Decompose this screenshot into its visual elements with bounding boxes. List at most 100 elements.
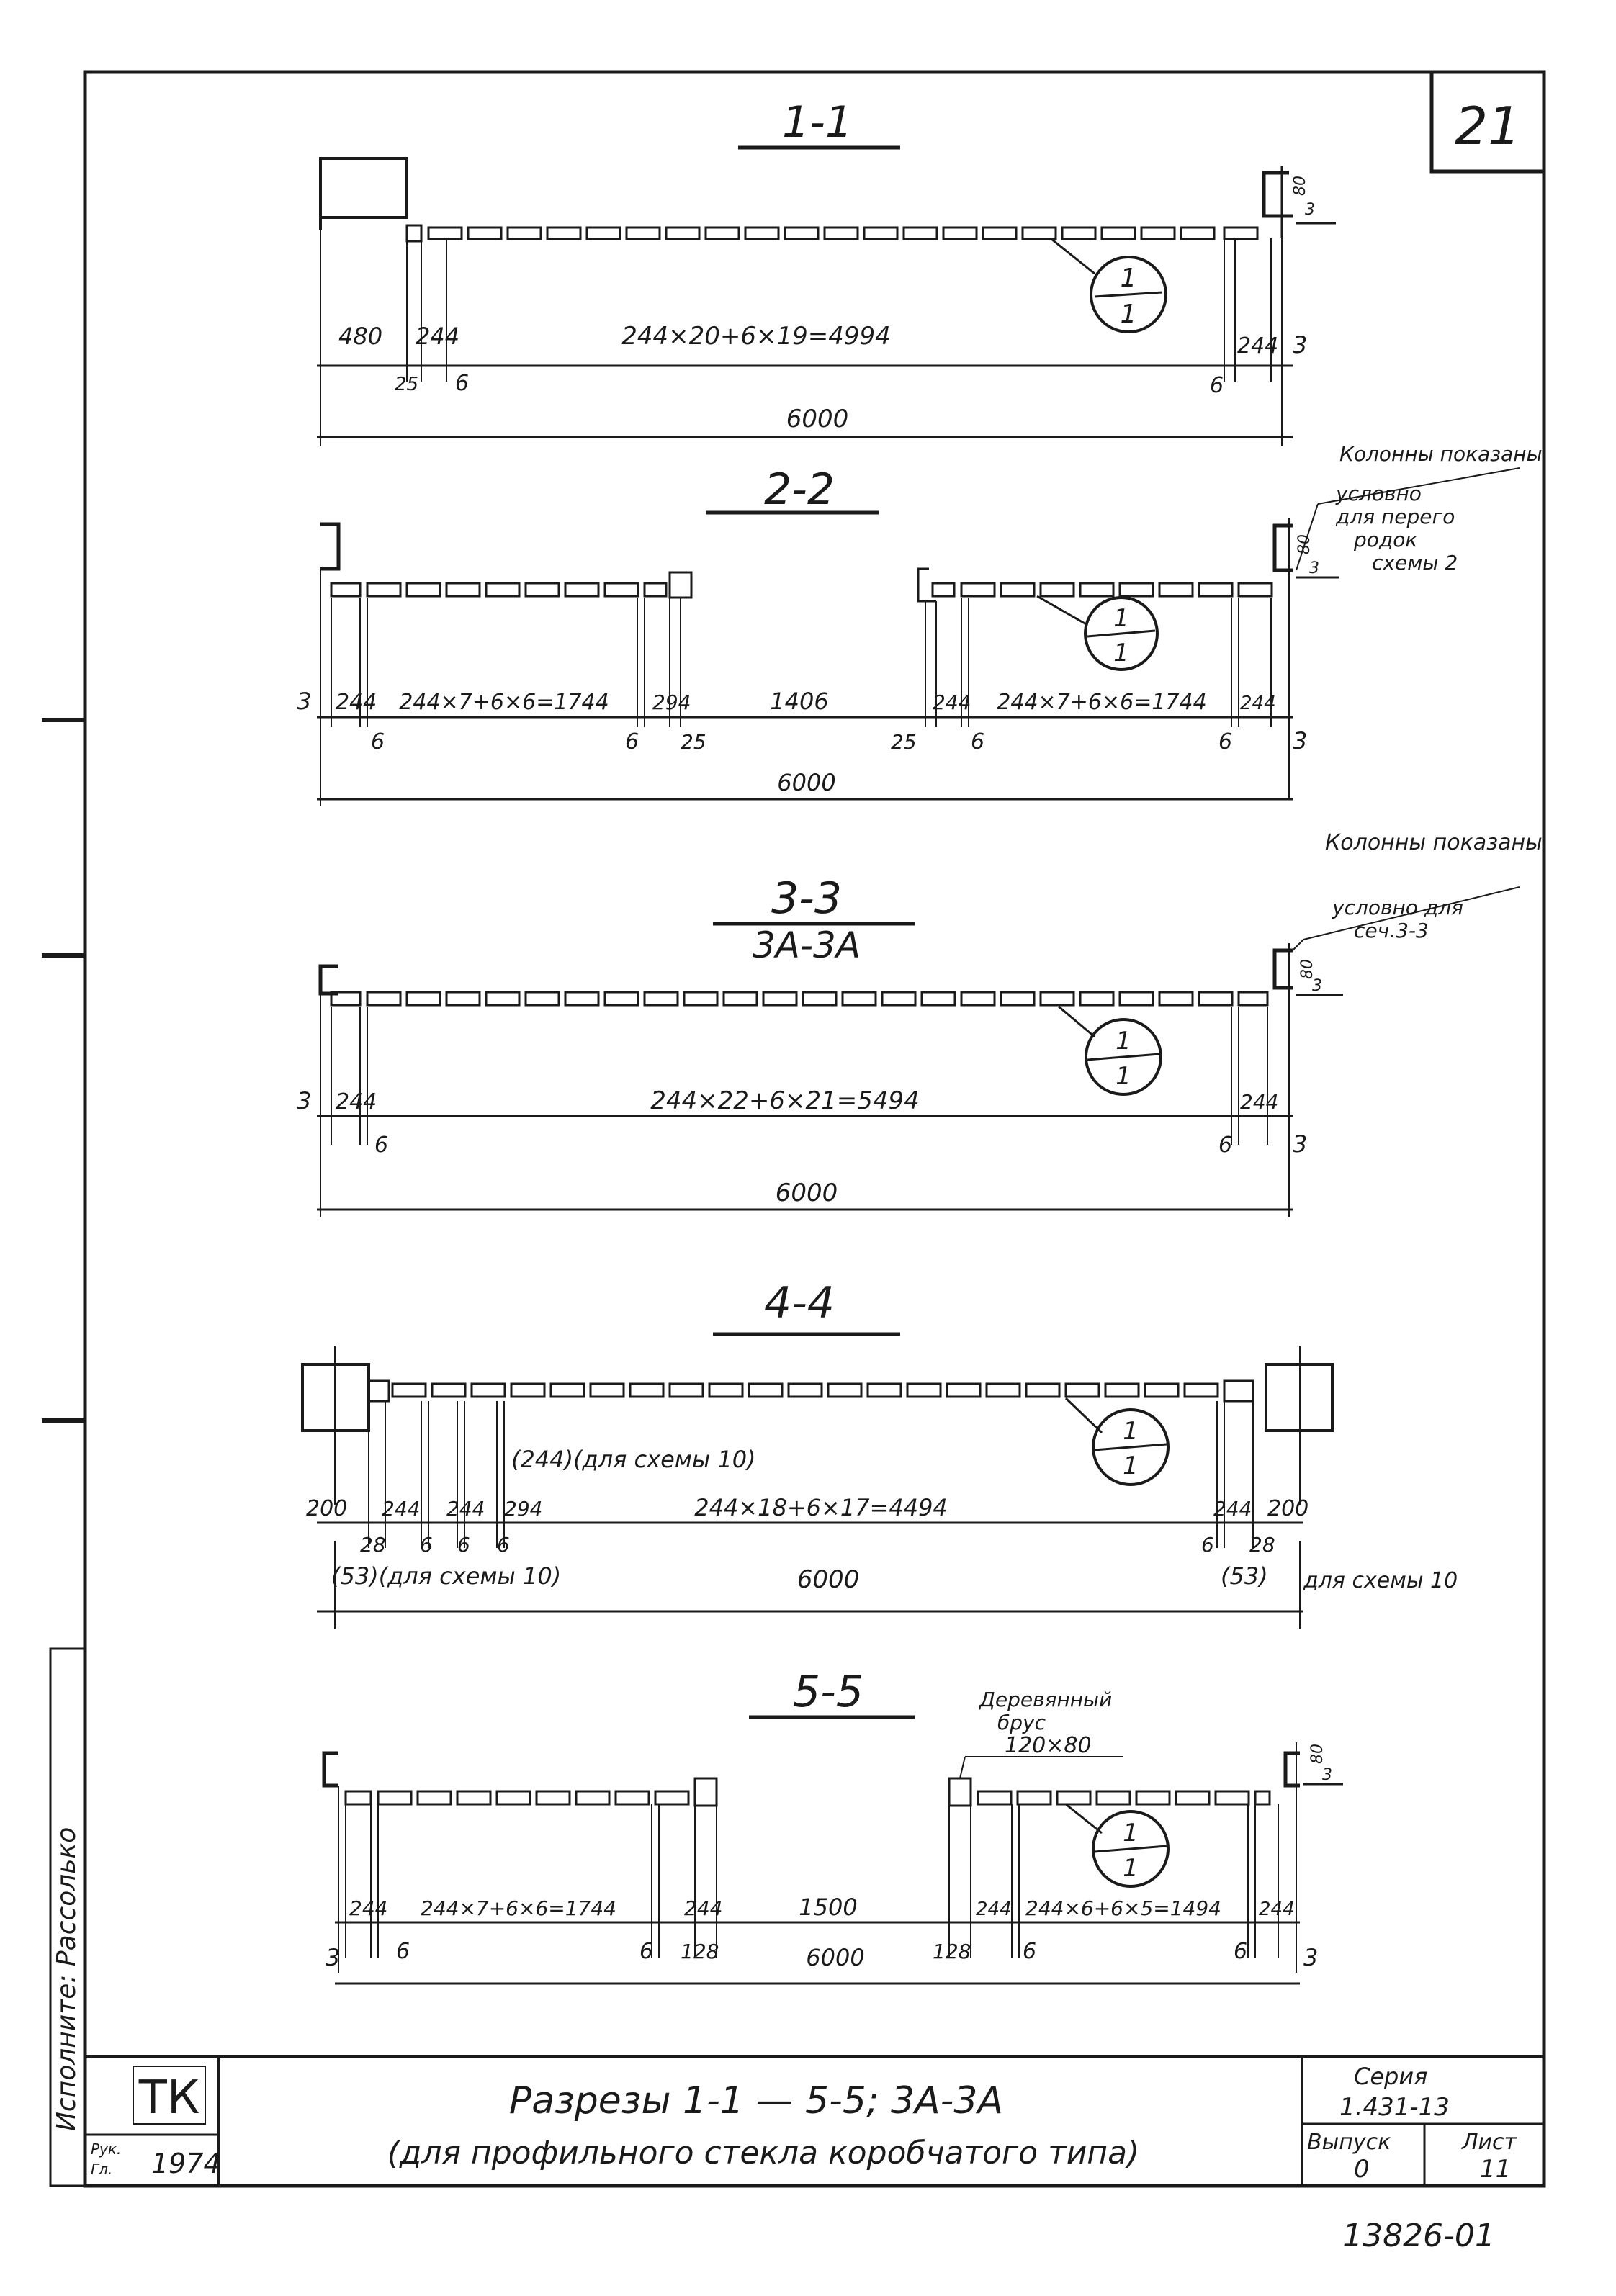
svg-text:3: 3 [1303,1944,1318,1971]
svg-text:условно: условно [1335,482,1422,505]
svg-text:6: 6 [457,1533,470,1557]
sheet-number: 21 [1455,96,1521,156]
svg-text:(53)(для схемы 10): (53)(для схемы 10) [331,1562,561,1590]
svg-text:6: 6 [1023,1939,1036,1964]
drawing-subtitle: (для профильного стекла коробчатого типа… [387,2135,1139,2171]
svg-text:6: 6 [625,729,639,755]
issue-label: Выпуск [1307,2130,1391,2155]
svg-text:28: 28 [1249,1533,1275,1557]
series-value: 1.431-13 [1339,2093,1450,2122]
svg-text:условно для: условно для [1332,896,1463,919]
svg-text:1406: 1406 [770,688,828,715]
svg-text:244: 244 [382,1497,420,1521]
side-stamp-text: Исполните: Рассолько [52,1827,81,2131]
svg-text:128: 128 [681,1940,719,1963]
svg-text:200: 200 [306,1496,347,1521]
svg-text:244: 244 [1240,1090,1278,1114]
svg-text:244: 244 [446,1497,485,1521]
svg-text:128: 128 [933,1940,971,1963]
svg-text:6: 6 [1210,373,1224,398]
svg-text:3: 3 [1312,977,1322,995]
drawing-number: 13826-01 [1342,2218,1495,2254]
logo: ТК [133,2066,206,2125]
svg-text:6: 6 [420,1533,433,1557]
svg-text:244: 244 [1237,333,1278,359]
column-left [322,1751,338,1788]
svg-text:Колонны показаны: Колонны показаны [1325,830,1543,855]
svg-text:244: 244 [1259,1899,1295,1920]
section-4-4: 4-4 1 1 (244)(для схемы 10) [301,1278,1458,1629]
svg-text:3: 3 [1293,331,1307,359]
overall-dim: 6000 [776,1179,838,1207]
svg-text:120×80: 120×80 [1005,1733,1092,1758]
svg-text:244: 244 [684,1896,722,1920]
svg-text:244: 244 [1240,693,1276,714]
section-title: 2-2 [764,464,835,515]
section-1-1: 1-1 80 3 [317,97,1336,446]
pitch-formula: 244×7+6×6=1744 [997,690,1206,715]
overall-dim: 6000 [806,1944,864,1971]
column-right [1272,943,1343,1217]
column-right [1272,518,1339,799]
section-title: 1-1 [782,97,853,148]
svg-text:схемы 2: схемы 2 [1372,551,1458,575]
year: 1974 [151,2148,221,2179]
svg-text:6: 6 [971,729,984,755]
column-right [1262,166,1336,238]
svg-text:6: 6 [1218,729,1232,755]
svg-text:6: 6 [1234,1939,1247,1964]
glass-mark: 1 1 [1064,1397,1170,1486]
drawing-title: Разрезы 1-1 — 5-5; 3А-3А [509,2079,1003,2122]
svg-text:6: 6 [374,1133,388,1158]
series-label: Серия [1354,2063,1427,2090]
pitch-formula: 244×6+6×5=1494 [1025,1896,1221,1920]
column-note: Колонны показаны условно для сеч.3-3 [1292,830,1543,951]
column-dim: 80 [1291,176,1309,196]
section-2-2: 2-2 80 3 [297,442,1543,806]
issue-value: 0 [1354,2155,1370,2184]
svg-text:1: 1 [1116,1027,1131,1055]
svg-text:6: 6 [1201,1533,1214,1557]
pitch-formula: 244×20+6×19=4994 [621,322,891,351]
column-right [1283,1742,1343,1973]
svg-text:244: 244 [336,690,377,715]
svg-text:25: 25 [681,730,706,754]
svg-text:244: 244 [416,323,459,350]
svg-text:родок: родок [1353,528,1417,552]
glass-mark: 1 1 [1036,595,1159,671]
svg-text:6: 6 [1218,1133,1232,1158]
column-dim-small: 3 [1305,201,1315,219]
sheet-frame [83,70,1546,2188]
svg-text:244: 244 [336,1089,377,1115]
column-left [318,964,338,996]
glass-row [330,991,1269,1007]
pitch-formula: 244×7+6×6=1744 [399,690,609,715]
svg-text:1: 1 [1113,639,1129,667]
side-stamp: Исполните: Рассолько [49,1647,86,2187]
svg-text:1: 1 [1113,604,1129,633]
timber-note: Деревянный брус 120×80 [959,1688,1123,1779]
side-small-1: Рук. [91,2140,121,2158]
svg-text:1: 1 [1121,300,1137,329]
svg-text:6: 6 [639,1939,653,1964]
svg-text:для перего: для перего [1335,505,1455,528]
glass-row [367,1379,1254,1403]
glass-row [405,224,1259,243]
svg-text:1: 1 [1121,264,1137,293]
svg-text:6: 6 [396,1939,410,1964]
svg-text:80: 80 [1308,1744,1327,1764]
glass-row-right [917,567,1273,603]
svg-text:244: 244 [1213,1497,1252,1521]
svg-text:6: 6 [497,1533,510,1557]
svg-text:1: 1 [1123,1854,1139,1883]
svg-text:брус: брус [997,1711,1046,1734]
section-title: 3-3 [771,873,842,924]
svg-text:244: 244 [349,1896,387,1920]
svg-text:ТК: ТК [138,2071,200,2125]
svg-text:200: 200 [1267,1496,1308,1521]
sheet-value: 11 [1480,2155,1511,2184]
svg-text:3: 3 [1293,1130,1307,1158]
svg-text:Деревянный: Деревянный [978,1688,1112,1711]
svg-text:294: 294 [652,690,691,714]
overall-dim: 6000 [797,1565,860,1594]
